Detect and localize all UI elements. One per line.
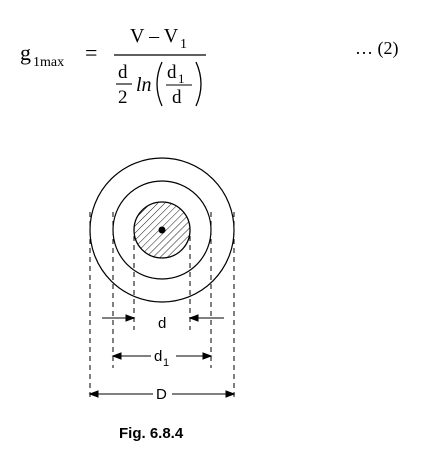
dimension-d1 bbox=[111, 352, 213, 360]
eq-equals: = bbox=[85, 40, 97, 65]
eq-ln: ln bbox=[136, 74, 152, 96]
eq-numerator: V – V bbox=[130, 25, 179, 47]
eq-denom-d: d bbox=[118, 62, 128, 83]
eq-numerator-sub: 1 bbox=[180, 37, 187, 52]
dimension-d bbox=[102, 314, 224, 322]
eq-left-paren bbox=[156, 61, 163, 107]
eq-denom-two: 2 bbox=[118, 87, 128, 108]
equation-g1max: g 1max = V – V 1 d 2 ln d 1 d … (2) bbox=[20, 25, 399, 108]
cable-cross-section-figure: d d 1 D Fig. 6.8.4 bbox=[88, 157, 236, 442]
dashed-projection-lines bbox=[89, 212, 235, 398]
dimension-d1-sub: 1 bbox=[163, 357, 169, 369]
dimension-d1-label: d bbox=[154, 348, 162, 365]
eq-number: … (2) bbox=[355, 38, 399, 59]
dimension-d-label: d bbox=[158, 315, 166, 332]
eq-right-paren bbox=[195, 61, 202, 107]
eq-inner-bottom: d bbox=[172, 87, 182, 108]
eq-inner-top-sub: 1 bbox=[178, 71, 185, 86]
eq-inner-top: d bbox=[167, 62, 177, 83]
conductor-center-dot bbox=[158, 226, 166, 234]
eq-lhs-sub: 1max bbox=[33, 55, 64, 70]
dimension-D-label: D bbox=[156, 386, 167, 403]
figure-caption: Fig. 6.8.4 bbox=[119, 425, 184, 442]
eq-lhs-base: g bbox=[20, 40, 31, 65]
dimension-D bbox=[88, 390, 236, 398]
